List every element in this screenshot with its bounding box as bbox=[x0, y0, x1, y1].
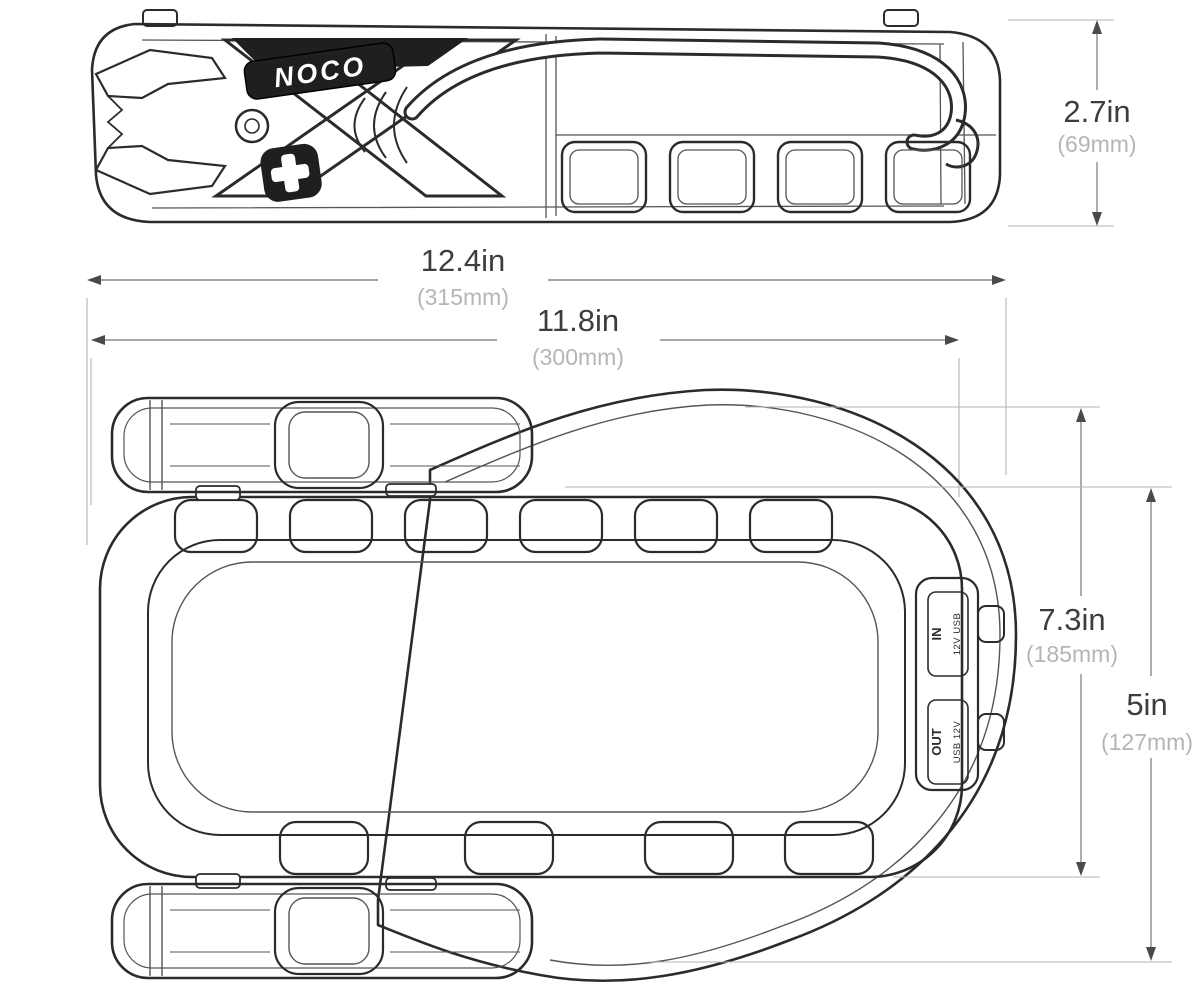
port-in bbox=[927, 591, 969, 677]
noco-logo: NOCO bbox=[243, 42, 397, 100]
body-length-metric: (300mm) bbox=[532, 344, 624, 370]
side-clip-bottom bbox=[977, 713, 1005, 751]
clamp-handle-top bbox=[110, 396, 534, 494]
dimension-height: 2.7in (69mm) bbox=[1008, 19, 1137, 227]
bumper-bottom-slots bbox=[278, 820, 875, 876]
port-out bbox=[927, 699, 969, 785]
clamp-handle-bottom bbox=[110, 882, 534, 980]
top-view: IN 12V USB OUT USB 12V bbox=[98, 388, 1018, 983]
cable bbox=[403, 37, 980, 169]
side-vent-slots bbox=[560, 140, 972, 214]
port-out-label: OUT bbox=[929, 728, 944, 756]
port-in-label: IN bbox=[929, 628, 944, 641]
plus-icon bbox=[260, 143, 322, 202]
dimension-body-length: 11.8in (300mm) bbox=[90, 303, 960, 505]
foot-tab bbox=[142, 9, 178, 27]
port-out-sublabel: USB 12V bbox=[952, 721, 963, 764]
height-metric: (69mm) bbox=[1057, 131, 1136, 157]
body-width-metric: (127mm) bbox=[1101, 729, 1193, 755]
clamp-pivot bbox=[234, 108, 270, 144]
overall-length-metric: (315mm) bbox=[417, 284, 509, 310]
recessed-face bbox=[171, 561, 879, 813]
overall-width-metric: (185mm) bbox=[1026, 641, 1118, 667]
side-clip-top bbox=[977, 605, 1005, 643]
handle-connectors bbox=[195, 483, 437, 891]
handle-grip-bottom bbox=[273, 886, 385, 976]
clamp-pivot-inner bbox=[244, 118, 260, 134]
clamp-jaws bbox=[94, 48, 227, 196]
device-side-outline bbox=[90, 22, 1002, 224]
cable-hook bbox=[945, 118, 980, 169]
port-in-sublabel: 12V USB bbox=[952, 613, 963, 656]
body-length-inches: 11.8in bbox=[537, 303, 619, 338]
dimension-overall-width: 7.3in (185mm) bbox=[745, 406, 1118, 878]
bumper-top-slots bbox=[173, 498, 834, 554]
overall-length-inches: 12.4in bbox=[421, 243, 505, 278]
bumper-inner bbox=[147, 539, 906, 836]
overall-width-inches: 7.3in bbox=[1038, 602, 1105, 637]
port-panel: IN 12V USB OUT USB 12V bbox=[914, 576, 1005, 792]
handle-grip-top bbox=[273, 400, 385, 490]
body-width-inches: 5in bbox=[1126, 687, 1167, 722]
cable-strain-relief bbox=[353, 86, 408, 164]
device-side-inner-edge bbox=[141, 39, 966, 209]
foot-tab bbox=[883, 9, 919, 27]
bumper-outer bbox=[98, 495, 964, 879]
dimension-body-width: 5in (127mm) bbox=[565, 486, 1193, 963]
dimension-overall-length: 12.4in (315mm) bbox=[86, 243, 1007, 545]
device-top-shell-inner bbox=[444, 404, 1001, 967]
device-top-shell bbox=[376, 388, 1018, 983]
side-view: NOCO bbox=[90, 9, 1002, 224]
height-inches: 2.7in bbox=[1063, 94, 1130, 129]
